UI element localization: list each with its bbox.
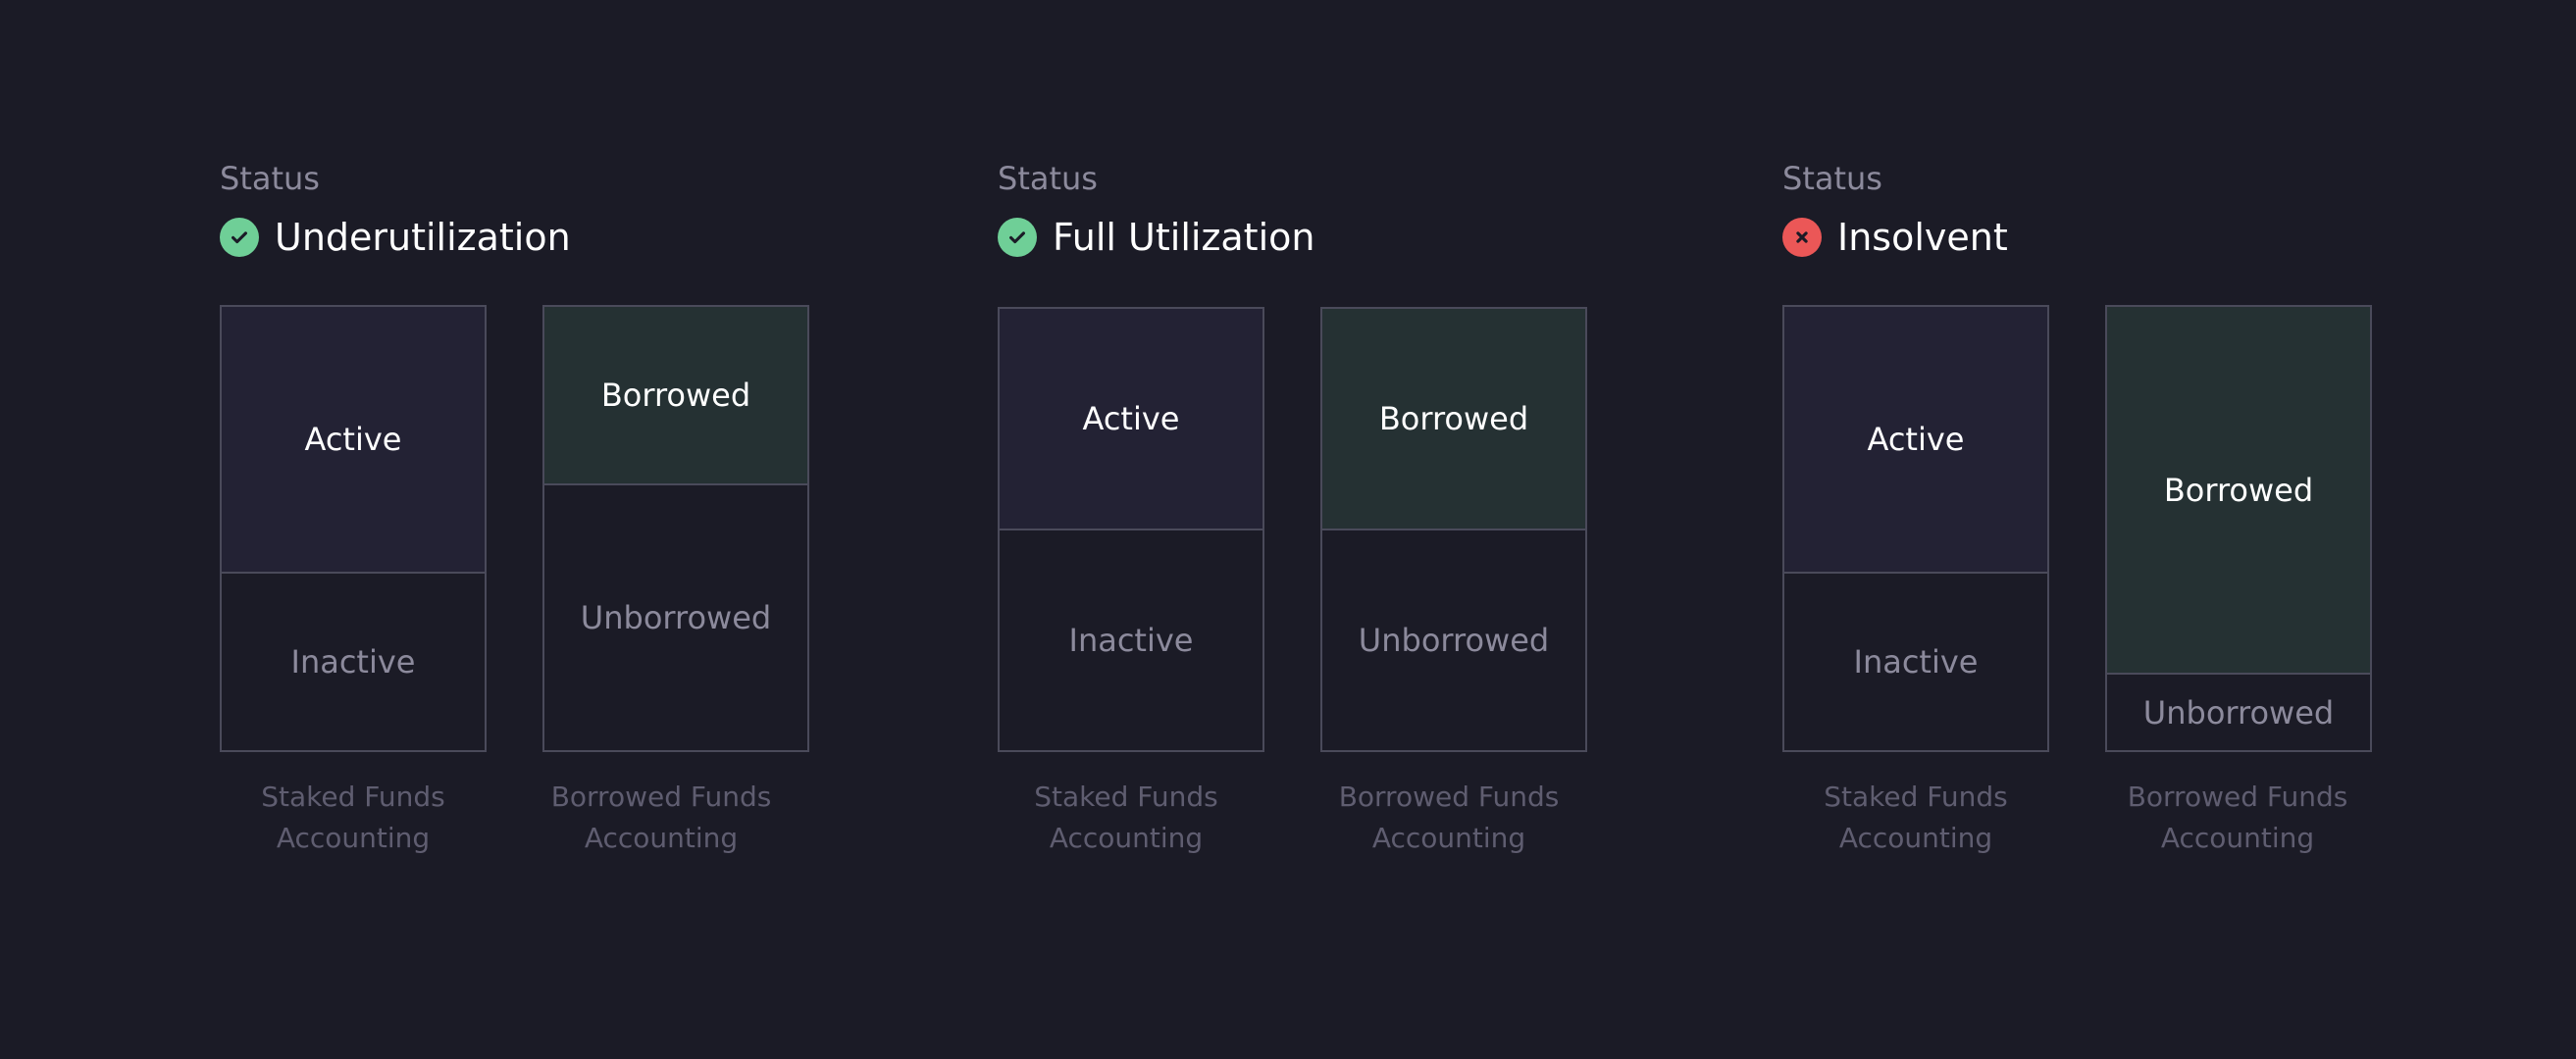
status-row: Full Utilization bbox=[998, 214, 1314, 261]
x-circle-icon bbox=[1782, 218, 1822, 257]
borrowed-funds-box: Borrowed Unborrowed bbox=[2105, 305, 2372, 752]
unborrowed-segment: Unborrowed bbox=[1322, 529, 1585, 750]
staked-funds-box: Active Inactive bbox=[220, 305, 487, 752]
borrowed-segment: Borrowed bbox=[1322, 309, 1585, 529]
caption-line: Accounting bbox=[1049, 822, 1204, 854]
caption-line: Accounting bbox=[1371, 822, 1526, 854]
panel-insolvent: Status Insolvent Active Inactive Borrowe… bbox=[1782, 0, 2410, 1059]
staked-funds-box: Active Inactive bbox=[1782, 305, 2049, 752]
panel-full-utilization: Status Full Utilization Active Inactive … bbox=[998, 0, 1625, 1059]
inactive-segment: Inactive bbox=[222, 572, 485, 750]
caption-line: Borrowed Funds bbox=[1338, 781, 1560, 813]
caption-line: Staked Funds bbox=[1034, 781, 1218, 813]
active-segment: Active bbox=[222, 307, 485, 572]
staked-funds-caption: Staked Funds Accounting bbox=[206, 777, 500, 859]
status-label: Status bbox=[220, 160, 320, 197]
status-row: Underutilization bbox=[220, 214, 571, 261]
check-circle-icon bbox=[998, 218, 1037, 257]
status-row: Insolvent bbox=[1782, 214, 2008, 261]
caption-line: Borrowed Funds bbox=[550, 781, 772, 813]
status-text: Insolvent bbox=[1837, 216, 2008, 259]
caption-line: Staked Funds bbox=[261, 781, 445, 813]
inactive-segment: Inactive bbox=[1000, 529, 1262, 750]
caption-line: Borrowed Funds bbox=[2127, 781, 2348, 813]
borrowed-funds-box: Borrowed Unborrowed bbox=[542, 305, 809, 752]
status-label: Status bbox=[1782, 160, 1882, 197]
status-text: Full Utilization bbox=[1053, 216, 1315, 259]
staked-funds-caption: Staked Funds Accounting bbox=[1769, 777, 2063, 859]
caption-line: Accounting bbox=[276, 822, 431, 854]
status-text: Underutilization bbox=[275, 216, 571, 259]
caption-line: Staked Funds bbox=[1824, 781, 2008, 813]
staked-funds-box: Active Inactive bbox=[998, 307, 1264, 752]
borrowed-funds-caption: Borrowed Funds Accounting bbox=[1302, 777, 1596, 859]
unborrowed-segment: Unborrowed bbox=[544, 483, 807, 750]
unborrowed-segment: Unborrowed bbox=[2107, 673, 2370, 750]
borrowed-segment: Borrowed bbox=[544, 307, 807, 483]
borrowed-funds-box: Borrowed Unborrowed bbox=[1320, 307, 1587, 752]
borrowed-funds-caption: Borrowed Funds Accounting bbox=[514, 777, 808, 859]
inactive-segment: Inactive bbox=[1784, 572, 2047, 750]
active-segment: Active bbox=[1784, 307, 2047, 572]
active-segment: Active bbox=[1000, 309, 1262, 529]
borrowed-funds-caption: Borrowed Funds Accounting bbox=[2090, 777, 2385, 859]
borrowed-segment: Borrowed bbox=[2107, 307, 2370, 674]
caption-line: Accounting bbox=[584, 822, 739, 854]
panel-underutilization: Status Underutilization Active Inactive … bbox=[220, 0, 848, 1059]
status-label: Status bbox=[998, 160, 1098, 197]
caption-line: Accounting bbox=[2160, 822, 2315, 854]
caption-line: Accounting bbox=[1838, 822, 1993, 854]
staked-funds-caption: Staked Funds Accounting bbox=[979, 777, 1273, 859]
check-circle-icon bbox=[220, 218, 259, 257]
